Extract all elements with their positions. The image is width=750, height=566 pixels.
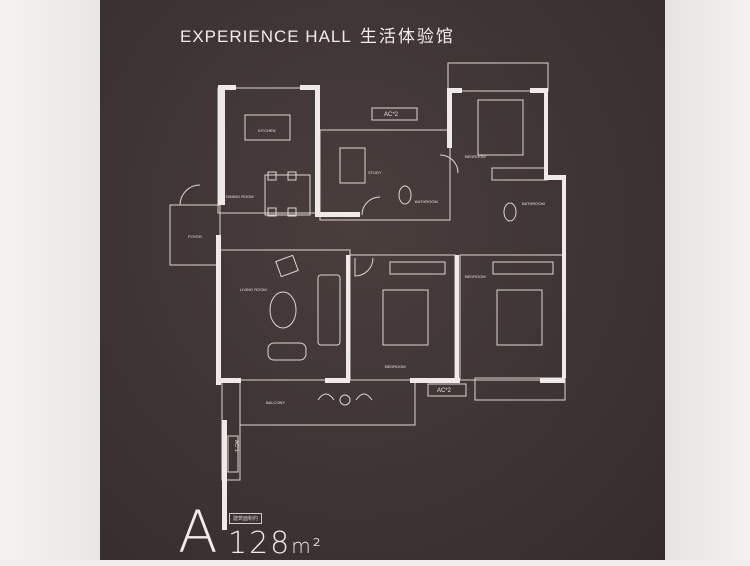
label-study: STUDY [368,170,382,175]
ac-unit-3 [227,435,239,473]
title-cn: 生活体验馆 [359,27,455,46]
wardrobe1 [491,167,548,181]
armchair [275,254,299,278]
toilet1 [398,185,412,205]
ac-unit-2 [427,383,467,397]
area: 128m² [228,526,323,561]
label-kitchen: KITCHEN [258,128,276,133]
label-bedroom1: BEDROOM [465,154,486,159]
sign-title: EXPERIENCE HALL 生活体验馆 [180,22,455,47]
wall-right [665,0,750,560]
sofa [317,274,341,346]
label-foyer: FOYER [188,234,202,239]
ac-unit-1 [371,107,418,121]
label-dining: DINING ROOM [226,194,254,199]
label-ac-1: AC*2 [384,112,399,118]
wall [218,85,225,205]
ottoman [267,342,307,361]
label-living: LIVING ROOM [240,287,267,292]
living-rug [269,291,297,329]
area-label: 建筑面积约 [229,513,263,524]
area-unit: m² [291,534,323,558]
bed2 [382,289,429,346]
wardrobe2 [389,261,446,275]
label-bathroom2: BATHROOM [522,201,545,206]
label-ac-2: AC*2 [437,388,452,394]
bed3 [496,289,543,346]
balcony-chairs [317,393,373,401]
label-balcony: BALCONY [266,400,285,405]
label-ac-3: AC*1 [233,440,239,452]
bedroom1-bay [447,62,549,92]
balcony-table [339,394,351,406]
title-en: EXPERIENCE HALL [180,27,352,46]
wardrobe3 [492,261,554,275]
area-value: 128 [228,526,292,561]
unit-type: A [178,498,218,566]
bed1 [477,99,524,156]
label-bedroom3: BEDROOM [465,274,486,279]
toilet2 [503,202,517,222]
study-desk [339,147,366,184]
label-bedroom2: BEDROOM [385,364,406,369]
kitchen-counter [244,114,291,141]
floor-plan-board [100,0,665,560]
wall-left [0,0,100,560]
door-swings [179,154,459,277]
label-bathroom1: BATHROOM [415,199,438,204]
bay-outline [474,377,566,401]
